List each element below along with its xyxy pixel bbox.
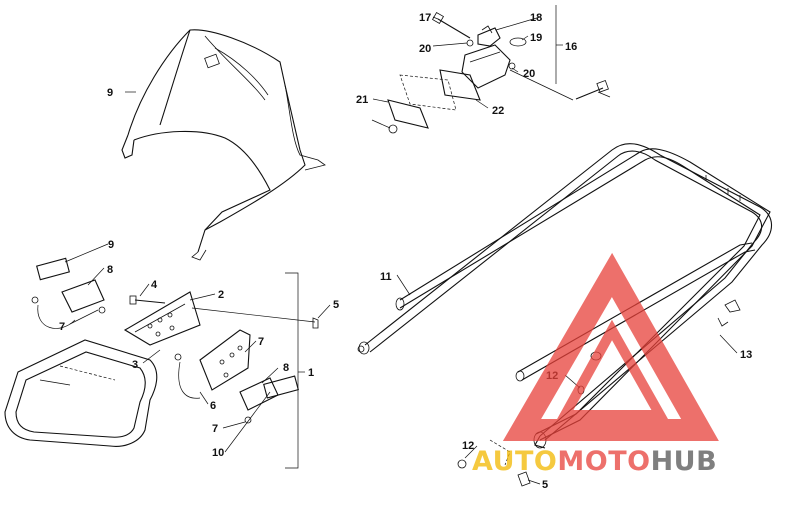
watermark: AUTOMOTOHUB (472, 252, 719, 477)
part-10-frame-tubes (357, 143, 773, 449)
callout-5-lower: 5 (542, 479, 548, 491)
callout-7-lower: 7 (212, 423, 218, 435)
callout-4: 4 (151, 279, 158, 291)
callout-7-left: 7 (59, 321, 65, 333)
part-14-bracket-assembly (387, 5, 609, 134)
callout-labels: 9 17 18 19 16 20 20 21 22 11 13 12 9 8 4… (59, 12, 752, 491)
callout-20-upper: 21 (356, 94, 368, 106)
callout-17: 19 (530, 32, 542, 44)
callout-18: 20 (523, 68, 535, 80)
callout-2: 2 (218, 289, 224, 301)
callout-19: 20 (419, 43, 431, 55)
callout-9-lower: 10 (212, 447, 224, 459)
watermark-hub: HUB (651, 446, 718, 477)
callout-1: 1 (308, 367, 314, 379)
callout-13: 9 (107, 87, 113, 99)
callout-20-lower: 22 (492, 105, 504, 117)
callout-15: 17 (419, 12, 431, 24)
svg-text:AUTOMOTOHUB: AUTOMOTOHUB (472, 446, 717, 477)
callout-3: 3 (132, 359, 138, 371)
callout-12-right: 13 (740, 349, 752, 361)
callout-9-upper: 9 (108, 239, 114, 251)
lower-fasteners (457, 439, 531, 487)
leader-lines (64, 16, 738, 485)
callout-8-lower: 8 (283, 362, 289, 374)
part-13-hood (121, 29, 326, 261)
watermark-auto: AUTO (472, 446, 557, 477)
watermark-triangle-icon (502, 252, 719, 441)
callout-6: 6 (210, 400, 216, 412)
callout-11: 12 (462, 440, 474, 452)
callout-14: 16 (565, 41, 577, 53)
callout-16: 18 (530, 12, 542, 24)
callout-5-upper: 5 (333, 299, 339, 311)
callout-10: 11 (380, 271, 392, 283)
callout-8-upper: 8 (107, 264, 113, 276)
part-1-bumper-assembly (4, 257, 319, 469)
watermark-moto: MOTO (557, 446, 650, 477)
callout-7-mid: 7 (258, 336, 264, 348)
